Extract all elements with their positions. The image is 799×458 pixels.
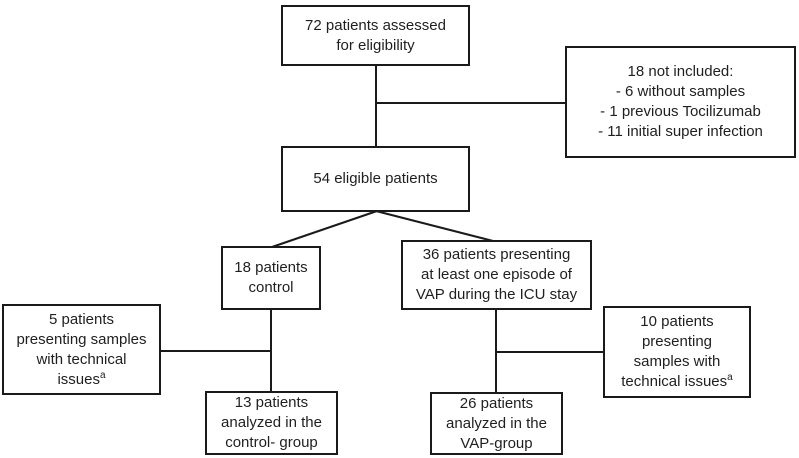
box-not-included: 18 not included: - 6 without samples - 1… xyxy=(565,46,796,158)
box-vap-group: 36 patients presenting at least one epis… xyxy=(401,240,592,310)
box-vap-analyzed: 26 patients analyzed in the VAP-group xyxy=(430,392,563,455)
box-control-analyzed-text: 13 patients analyzed in the control- gro… xyxy=(221,394,322,451)
box-not-included-text: 18 not included: - 6 without samples - 1… xyxy=(598,63,763,140)
footnote-marker-a: a xyxy=(99,369,106,381)
connector-eligible-to-control xyxy=(271,210,378,248)
box-control-group: 18 patients control xyxy=(221,246,321,310)
box-vap-technical-issues: 10 patients presenting samples with tech… xyxy=(603,306,751,398)
box-vap-text: 36 patients presenting at least one epis… xyxy=(415,246,578,303)
box-assessed-text: 72 patients assessed for eligibility xyxy=(305,16,446,54)
box-control-technical-issues: 5 patients presenting samples with techn… xyxy=(2,304,161,395)
box-vap-analyzed-text: 26 patients analyzed in the VAP-group xyxy=(446,394,547,452)
box-vap-tech-text: 10 patients presenting samples with tech… xyxy=(621,313,728,390)
box-control-text: 18 patients control xyxy=(234,259,308,296)
connector-eligible-to-vap xyxy=(375,210,498,243)
footnote-marker-a: a xyxy=(727,372,733,383)
box-eligible-text: 54 eligible patients xyxy=(313,170,438,187)
box-assessed-for-eligibility: 72 patients assessed for eligibility xyxy=(281,5,470,66)
box-control-tech-text: 5 patients presenting samples with techn… xyxy=(16,310,147,388)
box-eligible-patients: 54 eligible patients xyxy=(281,146,470,212)
box-control-analyzed: 13 patients analyzed in the control- gro… xyxy=(205,391,338,455)
